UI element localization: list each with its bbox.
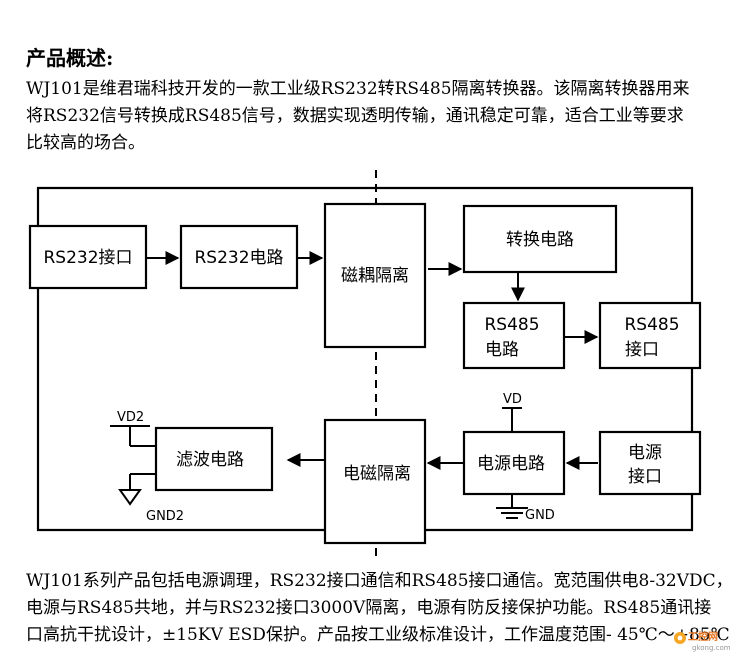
gkong-watermark-logo: 工控网 gkong.com xyxy=(674,630,731,652)
gnd-label: GND xyxy=(525,508,555,523)
features-line: 口高抗干扰设计，±15KV ESD保护。产品按工业级标准设计，工作温度范围- 4… xyxy=(26,625,730,645)
block-label: RS232接口 xyxy=(43,248,132,268)
overview-heading: 产品概述: xyxy=(26,46,114,70)
block-label: 滤波电路 xyxy=(176,450,244,470)
vd-terminal: VD xyxy=(502,392,522,432)
gnd2-terminal: GND2 xyxy=(118,473,184,524)
watermark-name: 工控网 xyxy=(688,630,718,643)
block-rs485-port: RS485 接口 xyxy=(598,301,702,370)
block-convert-circuit: 转换电路 xyxy=(462,204,618,274)
block-label: RS485 xyxy=(624,315,679,335)
overview-line: 将RS232信号转换成RS485信号，数据实现透明传输，通讯稳定可靠，适合工业等… xyxy=(26,106,684,126)
vd2-label: VD2 xyxy=(117,410,144,425)
block-rs485-circuit: RS485 电路 xyxy=(462,301,566,370)
features-paragraph: WJ101系列产品包括电源调理，RS232接口通信和RS485接口通信。宽范围供… xyxy=(26,568,733,649)
block-label: 磁耦隔离 xyxy=(341,266,409,286)
block-power-port: 电源 接口 xyxy=(598,430,702,496)
block-filter-circuit: 滤波电路 xyxy=(154,426,274,492)
overview-line: 比较高的场合。 xyxy=(26,133,145,153)
gnd-symbol: GND xyxy=(496,494,555,523)
signal-arrows xyxy=(146,251,599,470)
features-line: WJ101系列产品包括电源调理，RS232接口通信和RS485接口通信。宽范围供… xyxy=(26,571,733,591)
block-label: 接口 xyxy=(628,467,662,487)
block-label: 转换电路 xyxy=(506,230,574,250)
block-power-circuit: 电源电路 xyxy=(462,430,566,496)
block-label: 电路 xyxy=(485,340,519,360)
block-rs232-port: RS232接口 xyxy=(28,224,148,290)
overview-line: WJ101是维君瑞科技开发的一款工业级RS232转RS485隔离转换器。该隔离转… xyxy=(26,79,690,99)
block-label: RS485 xyxy=(484,315,539,335)
block-label: RS232电路 xyxy=(194,248,283,268)
block-label: 电源 xyxy=(628,443,662,463)
features-line: 电源与RS485共地，并与RS232接口3000V隔离，电源有防反接保护功能。R… xyxy=(26,598,712,618)
block-rs232-circuit: RS232电路 xyxy=(179,224,299,290)
watermark-site: gkong.com xyxy=(692,644,731,652)
vd2-terminal: VD2 xyxy=(110,410,156,447)
block-label: 电源电路 xyxy=(477,454,545,474)
overview-paragraph: WJ101是维君瑞科技开发的一款工业级RS232转RS485隔离转换器。该隔离转… xyxy=(26,76,726,157)
vd-label: VD xyxy=(503,392,522,407)
block-em-isolation: 电磁隔离 xyxy=(323,418,427,545)
gnd2-label: GND2 xyxy=(146,509,184,524)
block-magnetic-isolation: 磁耦隔离 xyxy=(323,202,427,349)
block-label: 接口 xyxy=(625,340,659,360)
block-label: 电磁隔离 xyxy=(343,464,411,484)
